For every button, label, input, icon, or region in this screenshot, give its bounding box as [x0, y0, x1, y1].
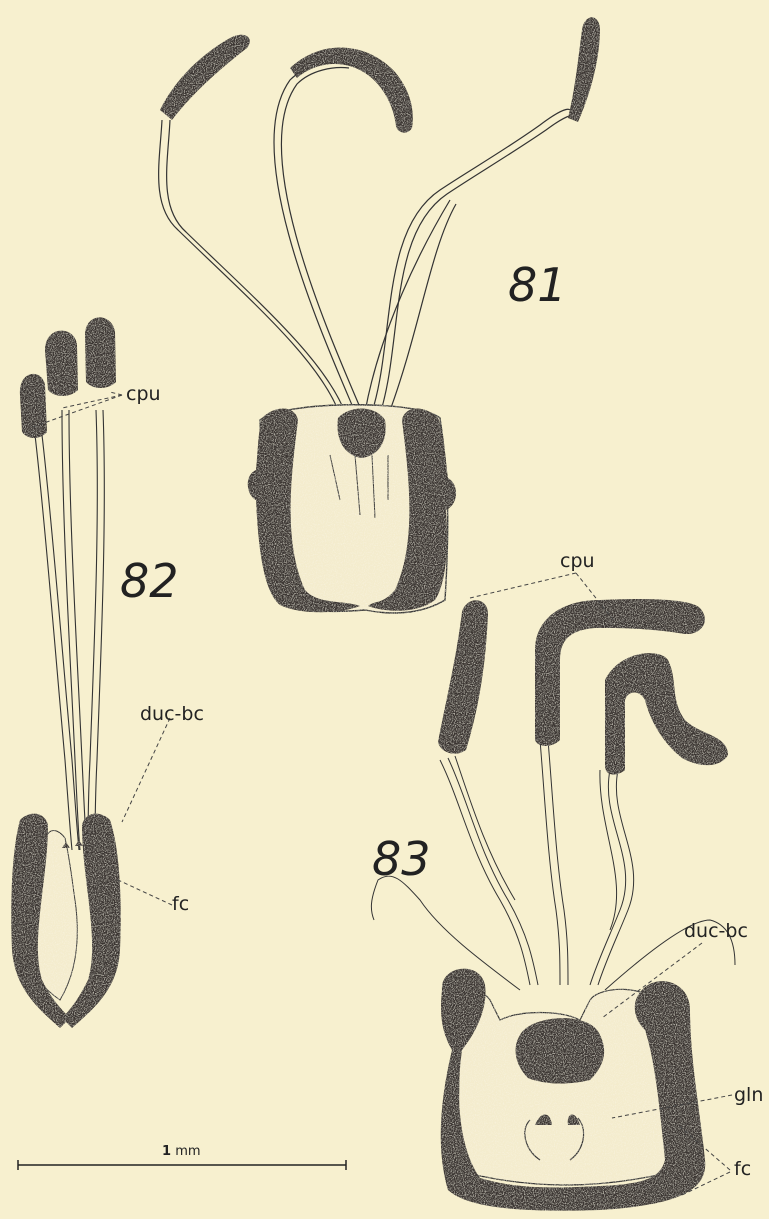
scale-bar-value: 1	[162, 1144, 171, 1159]
fig82-ducts	[35, 410, 104, 850]
scale-bar-unit: mm	[175, 1144, 200, 1159]
label-duc-bc-83: duc-bc	[684, 922, 748, 941]
figure-82-drawing	[11, 317, 120, 1028]
figure-81-drawing	[159, 17, 600, 613]
figure-number-83: 83	[372, 836, 431, 882]
figure-number-81: 81	[508, 262, 567, 308]
fig81-spermathecae	[160, 17, 600, 132]
scale-bar	[18, 1160, 346, 1170]
leader-fc-82	[118, 880, 172, 905]
leader-duc-bc-82	[122, 718, 170, 822]
fig81-ducts	[159, 62, 575, 416]
leader-cpu-83a	[470, 573, 576, 598]
label-gln-83: gln	[734, 1086, 763, 1105]
figure-number-82: 82	[120, 558, 179, 604]
fig81-genital-plate	[248, 405, 456, 613]
fig83-genital-plate	[441, 969, 705, 1211]
leader-cpu-82c	[110, 392, 122, 395]
fig82-spermathecae	[20, 317, 116, 438]
label-cpu-82: cpu	[126, 385, 161, 404]
label-fc-82: fc	[172, 895, 189, 914]
label-duc-bc-82: duc-bc	[140, 705, 204, 724]
scale-bar-label: 1 mm	[162, 1145, 201, 1158]
fig82-genital-plate	[11, 814, 120, 1028]
label-fc-83: fc	[734, 1160, 751, 1179]
fig83-spermathecae	[438, 599, 728, 775]
label-cpu-83: cpu	[560, 552, 595, 571]
figure-83-drawing	[371, 599, 735, 1211]
